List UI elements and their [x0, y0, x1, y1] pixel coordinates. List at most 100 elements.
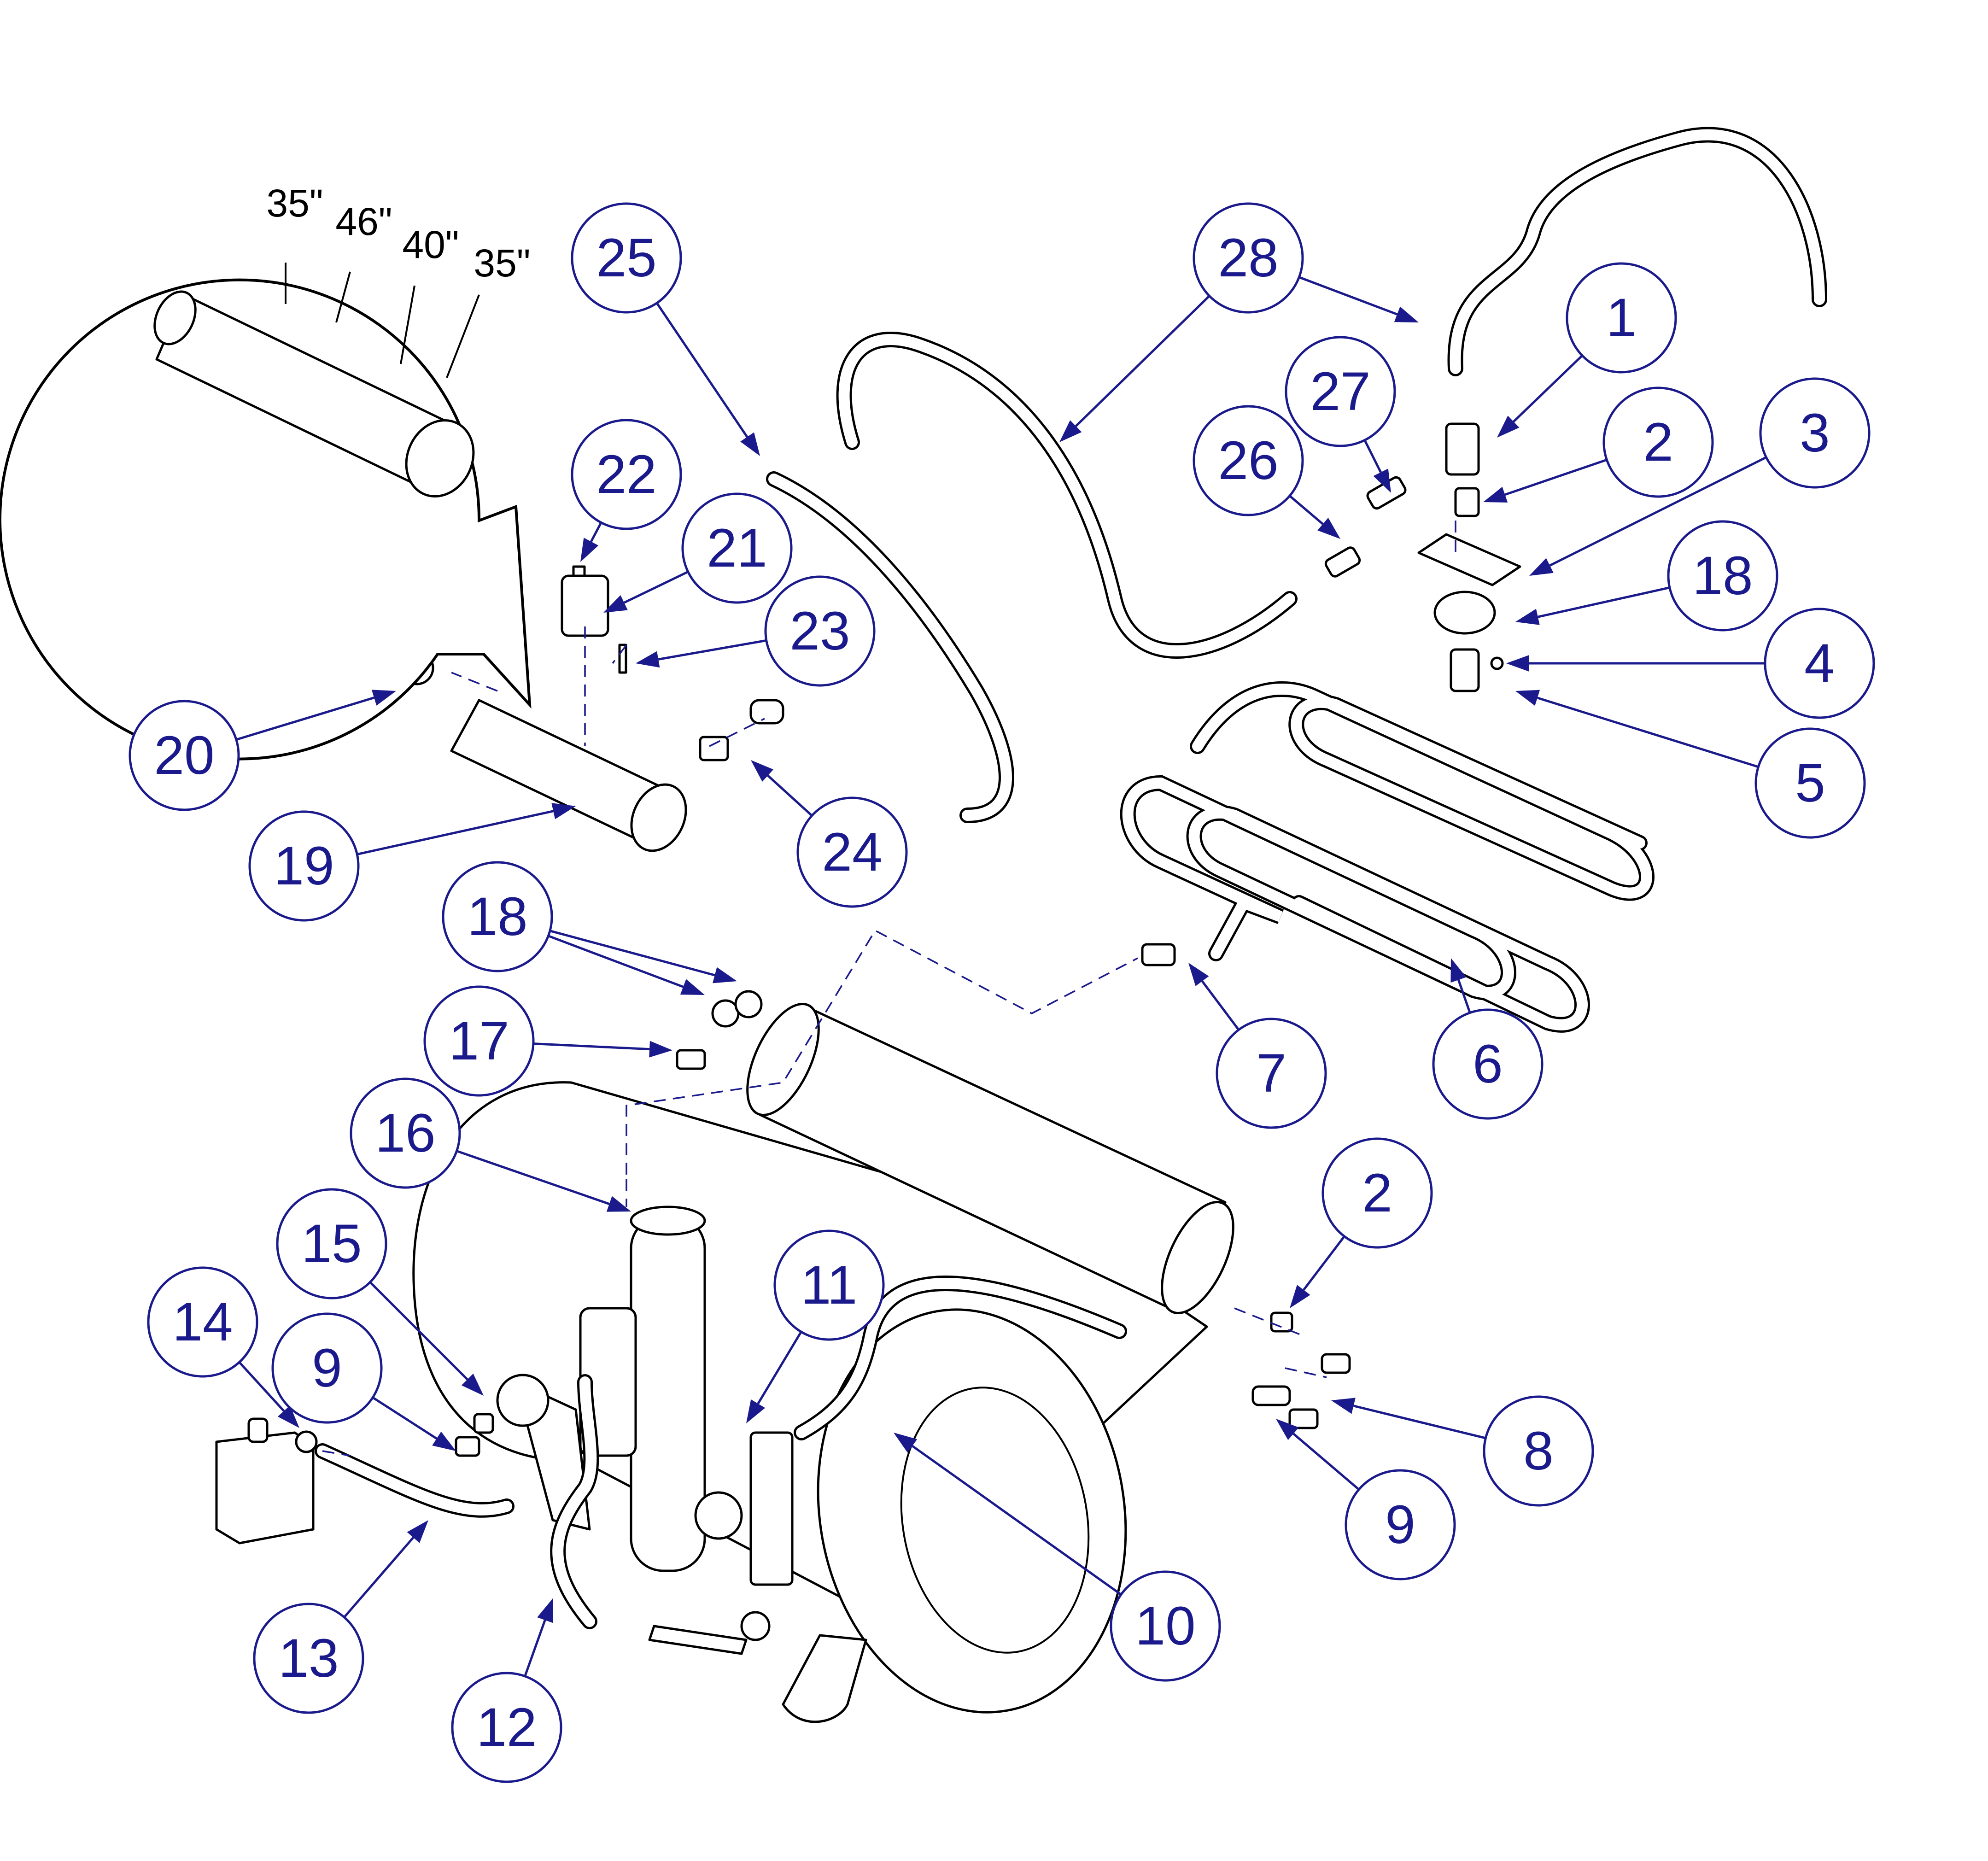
leader-arrow-22 [580, 522, 602, 562]
callout-number: 16 [375, 1103, 435, 1164]
callout-balloon-4: 4 [1764, 608, 1875, 719]
leader-arrow-25 [655, 302, 760, 456]
callout-number: 28 [1218, 228, 1278, 288]
filter-canister-assembly [579, 1206, 794, 1655]
leader-arrow-27 [1363, 439, 1391, 493]
leader-arrow-19 [357, 803, 576, 856]
leader-arrow-7 [1188, 963, 1240, 1031]
callout-number: 25 [596, 228, 656, 288]
callout-balloon-3: 3 [1759, 377, 1871, 489]
callout-balloon-16: 16 [350, 1077, 461, 1189]
callout-number: 19 [274, 836, 334, 896]
callout-balloon-27: 27 [1285, 336, 1396, 447]
callout-number: 12 [476, 1697, 537, 1758]
callout-number: 18 [1692, 545, 1753, 606]
callout-number: 26 [1218, 430, 1278, 491]
leader-arrow-17 [533, 1041, 672, 1058]
leader-arrow-18 [1515, 586, 1670, 625]
callout-number: 24 [822, 822, 882, 883]
callout-balloon-17: 17 [423, 985, 535, 1097]
callout-balloon-22: 22 [571, 419, 682, 530]
parts-line-art [0, 127, 1827, 1723]
leader-arrow-28 [1298, 276, 1419, 322]
callout-number: 1 [1606, 287, 1637, 348]
outlet-length-labels: 35"46"40"35" [266, 181, 530, 285]
manifold-detail-bubble [0, 278, 532, 761]
callout-number: 15 [301, 1213, 362, 1274]
callout-balloon-18: 18 [1667, 520, 1778, 632]
callout-balloon-20: 20 [129, 700, 240, 811]
fittings [455, 422, 1521, 1457]
cooling-coil [1120, 681, 1655, 1033]
callout-balloon-9: 9 [271, 1312, 383, 1424]
leader-arrow-9 [1276, 1419, 1360, 1491]
callout-number: 8 [1523, 1421, 1554, 1481]
leader-arrow-18 [550, 930, 737, 983]
main-air-tank [412, 1081, 1208, 1723]
callout-balloon-10: 10 [1110, 1570, 1221, 1682]
callout-balloon-25: 25 [571, 202, 682, 314]
callout-balloon-19: 19 [248, 810, 360, 922]
callout-number: 17 [449, 1011, 509, 1071]
callout-balloon-18: 18 [442, 861, 553, 972]
callout-number: 2 [1362, 1163, 1392, 1223]
air-manifold [399, 650, 687, 852]
leader-arrow-3 [1529, 456, 1767, 576]
hoses [315, 127, 1827, 1629]
leader-arrow-21 [603, 571, 689, 613]
callout-balloon-23: 23 [764, 575, 876, 687]
callout-balloon-1: 1 [1566, 262, 1677, 374]
pressure-switch [215, 1417, 318, 1545]
callout-balloon-21: 21 [681, 492, 793, 604]
leader-arrow-23 [636, 639, 767, 668]
leader-arrow-14 [238, 1361, 299, 1428]
leader-arrow-6 [1450, 958, 1471, 1013]
leader-lines [236, 276, 1767, 1677]
callout-balloon-2: 2 [1602, 386, 1714, 498]
callout-balloon-14: 14 [147, 1266, 258, 1378]
callout-number: 2 [1643, 412, 1673, 473]
callout-number: 9 [312, 1338, 342, 1399]
assembly-dash-lines [322, 521, 1456, 1457]
callout-balloon-7: 7 [1216, 1018, 1327, 1129]
secondary-tank [746, 1002, 1234, 1315]
callout-number: 4 [1804, 633, 1835, 694]
leader-arrow-5 [1515, 690, 1759, 768]
callout-number: 10 [1135, 1596, 1195, 1656]
callout-balloon-12: 12 [451, 1672, 562, 1783]
callout-balloon-28: 28 [1193, 202, 1304, 314]
outlet-length-label: 46" [335, 200, 392, 243]
callout-number: 13 [278, 1628, 339, 1689]
leader-arrow-26 [1289, 495, 1340, 539]
leader-arrow-2 [1290, 1235, 1345, 1308]
leader-arrow-24 [751, 760, 813, 817]
callout-balloon-6: 6 [1432, 1008, 1544, 1120]
leader-arrow-11 [746, 1331, 802, 1423]
callout-balloon-24: 24 [796, 796, 908, 908]
leader-arrow-20 [236, 690, 396, 741]
callout-number: 9 [1385, 1494, 1415, 1555]
callout-number: 23 [789, 601, 850, 661]
callout-number: 3 [1800, 403, 1830, 463]
leader-arrow-4 [1506, 655, 1765, 672]
callout-balloon-11: 11 [773, 1229, 885, 1341]
outlet-length-label: 35" [474, 241, 530, 285]
callout-number: 20 [154, 725, 214, 786]
callout-number: 14 [172, 1292, 233, 1352]
callout-number: 18 [467, 886, 527, 947]
callout-number: 5 [1795, 753, 1825, 813]
leader-arrow-10 [894, 1433, 1122, 1596]
callout-number: 11 [801, 1255, 858, 1316]
leader-arrow-2 [1483, 458, 1608, 503]
leader-arrow-28 [1059, 295, 1210, 442]
callout-number: 21 [707, 518, 767, 579]
callout-balloon-15: 15 [276, 1188, 387, 1299]
callout-number: 27 [1310, 361, 1370, 422]
outlet-length-label: 35" [266, 181, 323, 225]
leader-arrow-15 [369, 1281, 484, 1396]
leader-arrow-9 [372, 1396, 456, 1451]
leader-arrow-8 [1331, 1398, 1486, 1440]
leader-arrow-18 [548, 935, 705, 995]
